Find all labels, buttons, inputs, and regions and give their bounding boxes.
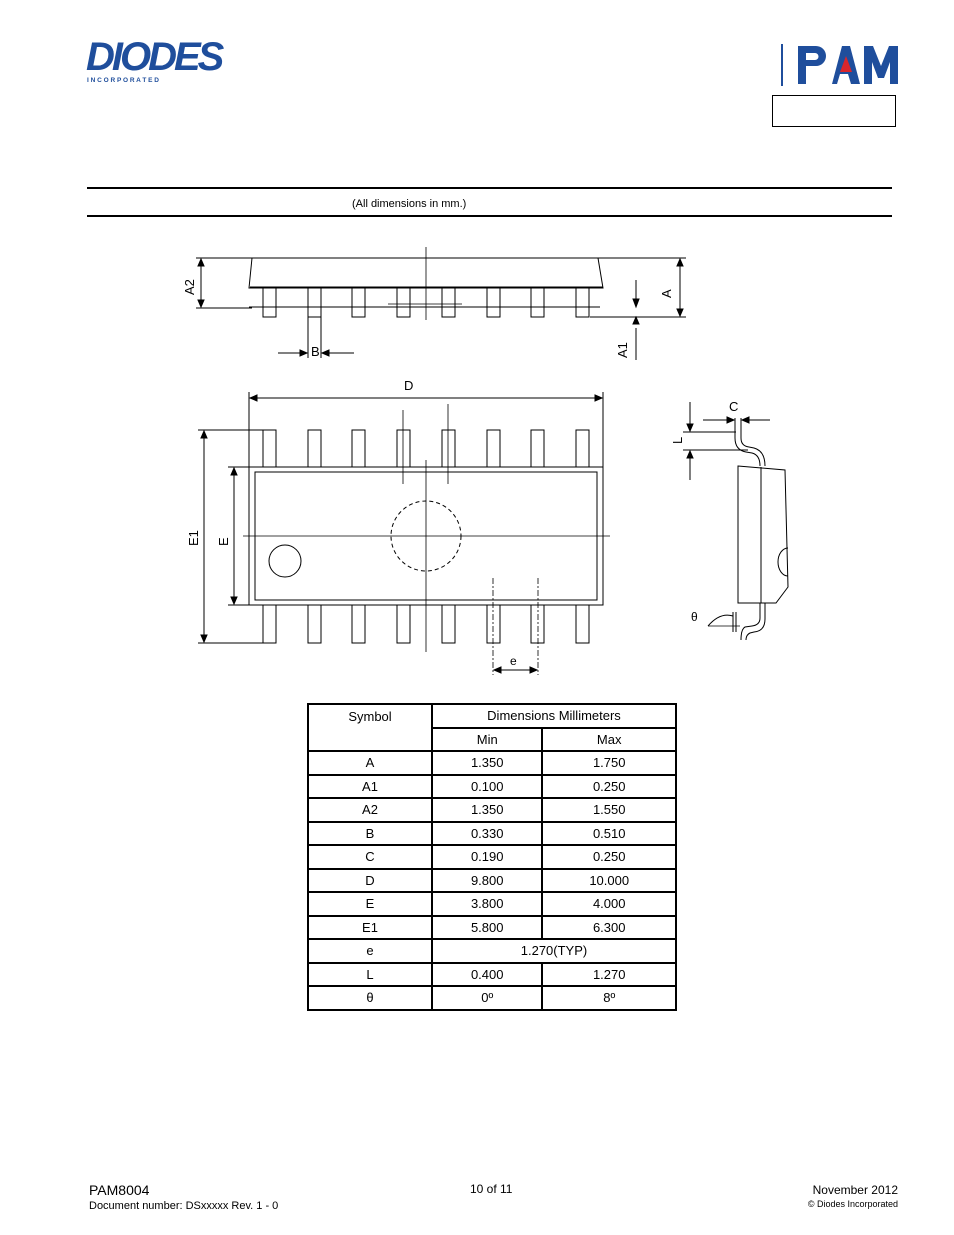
section-top-rule: [87, 187, 892, 189]
pam-logo: [780, 42, 900, 88]
section-bottom-rule: [87, 215, 892, 217]
dimensions-note: (All dimensions in mm.): [352, 198, 467, 210]
cell-symbol: C: [307, 844, 433, 870]
footer-left: PAM8004 Document number: DSxxxxx Rev. 1 …: [89, 1182, 278, 1212]
label-b: B: [311, 344, 320, 359]
publish-date: November 2012: [812, 1183, 898, 1197]
cell-max: 1.750: [541, 750, 677, 776]
cell-min: 3.800: [430, 891, 544, 917]
package-outline-drawing: A2 A A1 B D E1 E C L θ e: [182, 247, 789, 675]
cell-min: 1.350: [430, 797, 544, 823]
cell-max: 10.000: [541, 867, 677, 893]
cell-symbol: A1: [307, 773, 433, 799]
cell-max: 1.270: [541, 961, 677, 987]
cell-max: 0.510: [541, 820, 677, 846]
label-a1: A1: [615, 342, 630, 358]
cell-min: 0.100: [430, 773, 544, 799]
cell-min: 0.190: [430, 844, 544, 870]
cell-symbol: B: [307, 820, 433, 846]
cell-symbol: E: [307, 891, 433, 917]
label-pitch: e: [510, 654, 517, 668]
label-d: D: [404, 378, 413, 393]
product-name: PAM8004: [89, 1182, 150, 1198]
cell-min: 5.800: [430, 914, 544, 940]
label-c: C: [729, 399, 738, 414]
cell-max: 0.250: [541, 773, 677, 799]
cell-symbol: L: [307, 961, 433, 987]
cell-max: 6.300: [541, 914, 677, 940]
diodes-logo-subtext: I N C O R P O R A T E D: [87, 77, 159, 84]
document-number: Document number: DSxxxxx Rev. 1 - 0: [89, 1200, 279, 1212]
cell-symbol: D: [307, 867, 433, 893]
label-e1: E1: [186, 530, 201, 546]
cell-typical: 1.270(TYP): [431, 938, 677, 964]
cell-max: 0.250: [541, 844, 677, 870]
cell-min: 1.350: [430, 750, 544, 776]
cell-symbol: E1: [307, 914, 433, 940]
part-number-box: [772, 95, 896, 127]
header-max: Max: [541, 726, 677, 752]
cell-min: 0º: [430, 985, 544, 1011]
copyright: © Diodes Incorporated: [807, 1199, 898, 1209]
header-symbol: Symbol: [307, 703, 433, 752]
cell-symbol: e: [307, 938, 433, 964]
cell-max: 4.000: [541, 891, 677, 917]
header-min: Min: [430, 726, 544, 752]
label-theta: θ: [691, 610, 698, 624]
label-a2: A2: [182, 279, 197, 295]
cell-symbol: A2: [307, 797, 433, 823]
page-number: 10 of 11: [470, 1182, 513, 1196]
cell-min: 0.400: [430, 961, 544, 987]
label-l: L: [670, 437, 685, 444]
cell-max: 8º: [541, 985, 677, 1011]
cell-max: 1.550: [541, 797, 677, 823]
cell-symbol: A: [307, 750, 433, 776]
label-a: A: [659, 289, 674, 298]
cell-min: 0.330: [430, 820, 544, 846]
header-dimensions: Dimensions Millimeters: [431, 703, 677, 729]
cell-min: 9.800: [430, 867, 544, 893]
diodes-logo: DIODES I N C O R P O R A T E D: [86, 35, 256, 84]
footer-right: November 2012 © Diodes Incorporated: [808, 1183, 898, 1209]
cell-symbol: θ: [307, 985, 433, 1011]
diodes-logo-text: DIODES: [86, 38, 225, 79]
label-e: E: [216, 537, 231, 546]
